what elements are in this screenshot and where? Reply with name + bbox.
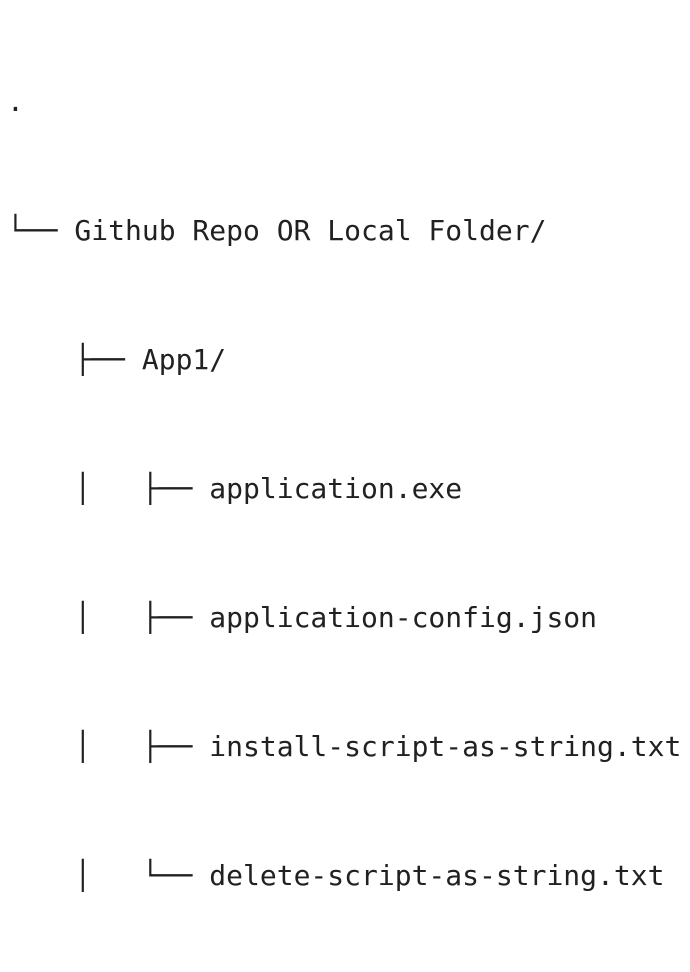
tree-node-app1-folder: ├── App1/ — [7, 343, 227, 376]
tree-node-app1-application-exe: │ ├── application.exe — [7, 472, 463, 505]
tree-root-dot: . — [7, 85, 24, 118]
tree-node-repo-folder: └── Github Repo OR Local Folder/ — [7, 214, 547, 247]
tree-node-app1-delete-script-txt: │ └── delete-script-as-string.txt — [7, 859, 665, 892]
tree-node-app1-application-config-json: │ ├── application-config.json — [7, 601, 598, 634]
tree-node-app1-install-script-txt: │ ├── install-script-as-string.txt — [7, 730, 682, 763]
